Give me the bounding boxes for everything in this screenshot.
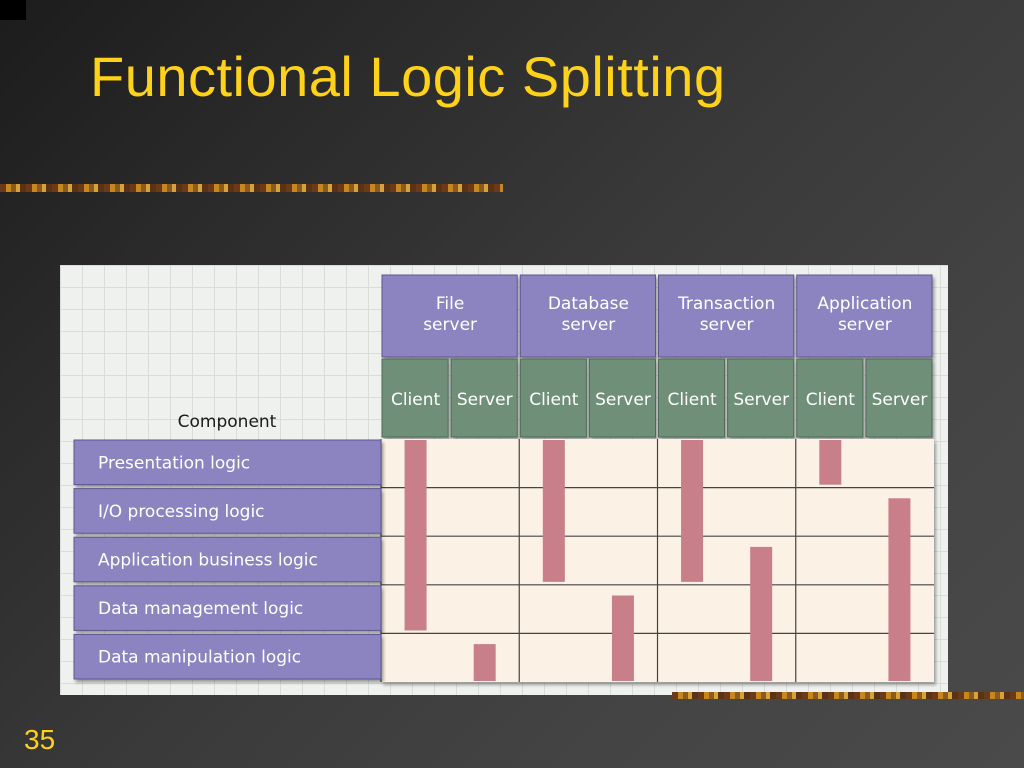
server-type-label: server: [838, 315, 892, 335]
sub-column-label: Client: [391, 390, 441, 410]
server-type-header: [519, 274, 656, 358]
placement-bar: [750, 546, 773, 681]
decorative-rule-top: [0, 184, 503, 192]
component-column-label: Component: [178, 412, 277, 432]
component-row-label-box: [73, 536, 382, 583]
placement-bar: [404, 440, 427, 631]
component-row-label: Data management logic: [98, 599, 303, 619]
component-row-label-box: [73, 439, 382, 486]
page-number: 35: [24, 724, 56, 755]
component-row-label: Data manipulation logic: [98, 648, 301, 668]
server-type-label: Application: [817, 294, 912, 314]
sub-column-header: [796, 358, 864, 438]
component-row-label: Presentation logic: [98, 453, 250, 473]
sub-column-header: [450, 358, 518, 438]
decorative-rule-bottom: [672, 692, 1024, 699]
sub-column-header: [865, 358, 933, 438]
sub-column-label: Client: [667, 390, 717, 410]
sub-column-label: Server: [457, 390, 513, 410]
sub-column-header: [658, 358, 726, 438]
sub-column-label: Client: [806, 390, 856, 410]
server-type-label: server: [423, 315, 477, 335]
server-type-header: [381, 274, 518, 358]
component-row-label-box: [73, 585, 382, 631]
server-type-header: [658, 274, 795, 358]
placement-bar: [819, 440, 842, 485]
sub-column-label: Client: [529, 390, 579, 410]
component-row-label-box: [73, 633, 382, 680]
sub-column-label: Server: [595, 390, 651, 410]
component-row-label: I/O processing logic: [98, 502, 265, 522]
corner-mark: [0, 0, 26, 20]
component-row-label-box: [73, 488, 382, 534]
server-type-label: Transaction: [677, 294, 775, 314]
slide-title: Functional Logic Splitting: [90, 45, 726, 108]
sub-column-header: [727, 358, 795, 438]
sub-column-header: [588, 358, 656, 438]
server-type-label: server: [700, 315, 754, 335]
server-type-label: Database: [548, 294, 629, 314]
component-row-label: Application business logic: [98, 551, 318, 571]
placement-bar: [542, 440, 565, 582]
server-type-header: [796, 274, 933, 358]
server-type-label: File: [436, 294, 464, 314]
sub-column-label: Server: [872, 390, 928, 410]
placement-bar: [473, 644, 496, 681]
sub-column-header: [519, 358, 587, 438]
server-type-label: server: [561, 315, 615, 335]
placement-bar: [681, 440, 704, 582]
placement-bar: [888, 498, 911, 681]
sub-column-header: [381, 358, 449, 438]
sub-column-label: Server: [733, 390, 789, 410]
placement-bar: [611, 595, 634, 681]
